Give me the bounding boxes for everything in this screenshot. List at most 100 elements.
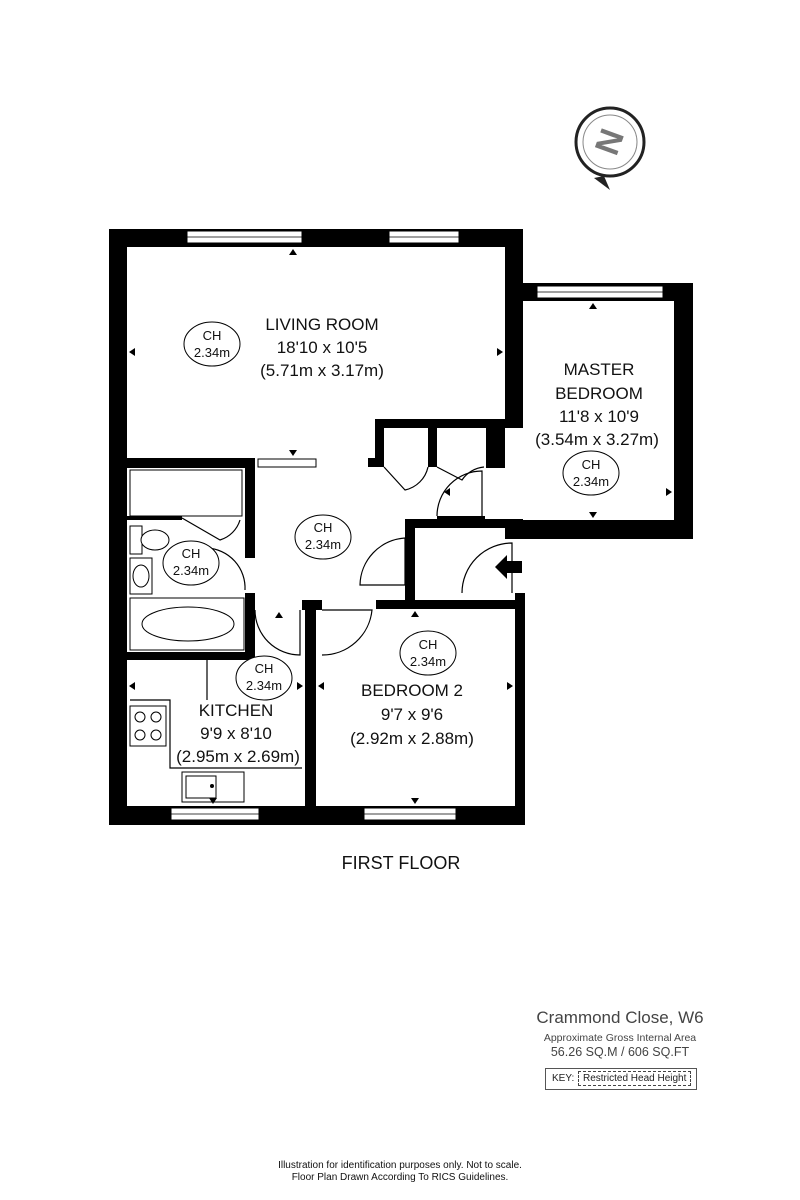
ch-label: CH xyxy=(419,637,438,652)
wall xyxy=(405,519,415,607)
dimension-markers xyxy=(129,249,672,804)
room-dims-imperial: 11'8 x 10'9 xyxy=(559,407,639,426)
ceiling-heights: CH 2.34m CH 2.34m CH 2.34m CH 2.34m CH 2… xyxy=(162,321,620,701)
room-name: MASTER xyxy=(564,360,635,379)
toilet-cistern xyxy=(129,525,143,555)
wall xyxy=(127,652,253,660)
compass: N xyxy=(574,106,646,190)
key-box: KEY: Restricted Head Height xyxy=(545,1068,697,1090)
dim-tick xyxy=(589,512,597,518)
ceiling-height-master: CH 2.34m xyxy=(562,450,620,496)
property-address: Crammond Close, W6 xyxy=(536,1008,704,1027)
dim-tick xyxy=(589,303,597,309)
ceiling-height-bedroom2: CH 2.34m xyxy=(399,630,457,676)
wall xyxy=(305,600,316,825)
door-swing xyxy=(461,542,513,594)
bath-tub xyxy=(141,606,235,642)
ch-height: 2.34m xyxy=(410,654,446,669)
wall xyxy=(428,419,437,467)
room-dims-metric: (2.92m x 2.88m) xyxy=(350,729,474,748)
wall xyxy=(109,229,127,825)
door-swing xyxy=(181,517,241,541)
room-name: LIVING ROOM xyxy=(265,315,378,334)
dim-tick xyxy=(129,348,135,356)
dim-tick xyxy=(297,682,303,690)
ch-height: 2.34m xyxy=(173,563,209,578)
wall xyxy=(245,458,255,558)
room-living: LIVING ROOM 18'10 x 10'5 (5.71m x 3.17m) xyxy=(260,315,384,380)
dim-tick xyxy=(411,798,419,804)
room-dims-metric: (3.54m x 3.27m) xyxy=(535,430,659,449)
door-swing xyxy=(436,470,483,517)
wall xyxy=(109,229,523,247)
ch-label: CH xyxy=(255,661,274,676)
doors xyxy=(181,466,522,656)
ch-label: CH xyxy=(582,457,601,472)
door-swing xyxy=(254,609,301,656)
wall xyxy=(505,229,523,419)
room-master: MASTER BEDROOM 11'8 x 10'9 (3.54m x 3.27… xyxy=(535,360,659,449)
room-bedroom2: BEDROOM 2 9'7 x 9'6 (2.92m x 2.88m) xyxy=(350,681,474,748)
wall xyxy=(245,593,255,660)
door-swing xyxy=(436,466,485,481)
hob-ring xyxy=(134,729,146,741)
door-swing xyxy=(383,466,429,491)
area-label: Approximate Gross Internal Area xyxy=(543,1032,697,1044)
room-labels: LIVING ROOM 18'10 x 10'5 (5.71m x 3.17m)… xyxy=(176,315,659,766)
wall xyxy=(505,520,693,539)
dim-tick xyxy=(209,798,217,804)
dim-tick xyxy=(507,682,513,690)
entrance-arrow-icon xyxy=(495,555,522,579)
room-dims-metric: (2.95m x 2.69m) xyxy=(176,747,300,766)
dim-tick xyxy=(444,488,450,496)
ceiling-height-bathroom: CH 2.34m xyxy=(162,540,220,586)
ceiling-height-hall: CH 2.34m xyxy=(294,514,352,560)
ch-height: 2.34m xyxy=(305,537,341,552)
disclaimer-line-1: Illustration for identification purposes… xyxy=(278,1160,522,1171)
door-swing xyxy=(321,609,373,656)
ch-height: 2.34m xyxy=(194,345,230,360)
room-name: BEDROOM xyxy=(555,384,643,403)
wall xyxy=(368,458,384,467)
ch-height: 2.34m xyxy=(573,474,609,489)
compass-inner xyxy=(582,114,638,170)
kitchen-worktop xyxy=(130,699,302,769)
room-dims-imperial: 9'7 x 9'6 xyxy=(381,705,443,724)
basin-bowl xyxy=(132,564,150,588)
ch-height: 2.34m xyxy=(246,678,282,693)
hob-ring xyxy=(150,729,162,741)
wall xyxy=(405,519,523,528)
wall xyxy=(375,419,384,467)
windows xyxy=(170,230,664,821)
dim-tick xyxy=(411,611,419,617)
dim-tick xyxy=(318,682,324,690)
dim-tick xyxy=(289,450,297,456)
wall xyxy=(127,516,182,520)
toilet-bowl xyxy=(140,529,170,551)
wall xyxy=(515,593,525,825)
area-value: 56.26 SQ.M / 606 SQ.FT xyxy=(550,1045,690,1059)
dim-tick xyxy=(275,612,283,618)
window xyxy=(257,458,317,468)
wall xyxy=(437,516,485,521)
disclaimer-line-2: Floor Plan Drawn According To RICS Guide… xyxy=(291,1172,509,1183)
dim-tick xyxy=(497,348,503,356)
compass-pointer-icon xyxy=(594,176,610,190)
cupboard xyxy=(129,469,243,517)
hob-ring xyxy=(134,711,146,723)
kitchen-sink-bowl xyxy=(185,775,217,799)
wall xyxy=(376,600,525,609)
room-dims-metric: (5.71m x 3.17m) xyxy=(260,361,384,380)
hob-ring xyxy=(150,711,162,723)
wall xyxy=(375,419,523,428)
wall xyxy=(674,283,693,539)
room-dims-imperial: 9'9 x 8'10 xyxy=(200,724,272,743)
key-restricted-head-height: Restricted Head Height xyxy=(578,1071,692,1086)
ch-label: CH xyxy=(314,520,333,535)
floor-label: FIRST FLOOR xyxy=(342,853,461,873)
door-swing xyxy=(206,547,246,591)
dim-tick xyxy=(289,249,297,255)
ceiling-height-kitchen: CH 2.34m xyxy=(235,655,293,701)
ceiling-height-living: CH 2.34m xyxy=(183,321,241,367)
